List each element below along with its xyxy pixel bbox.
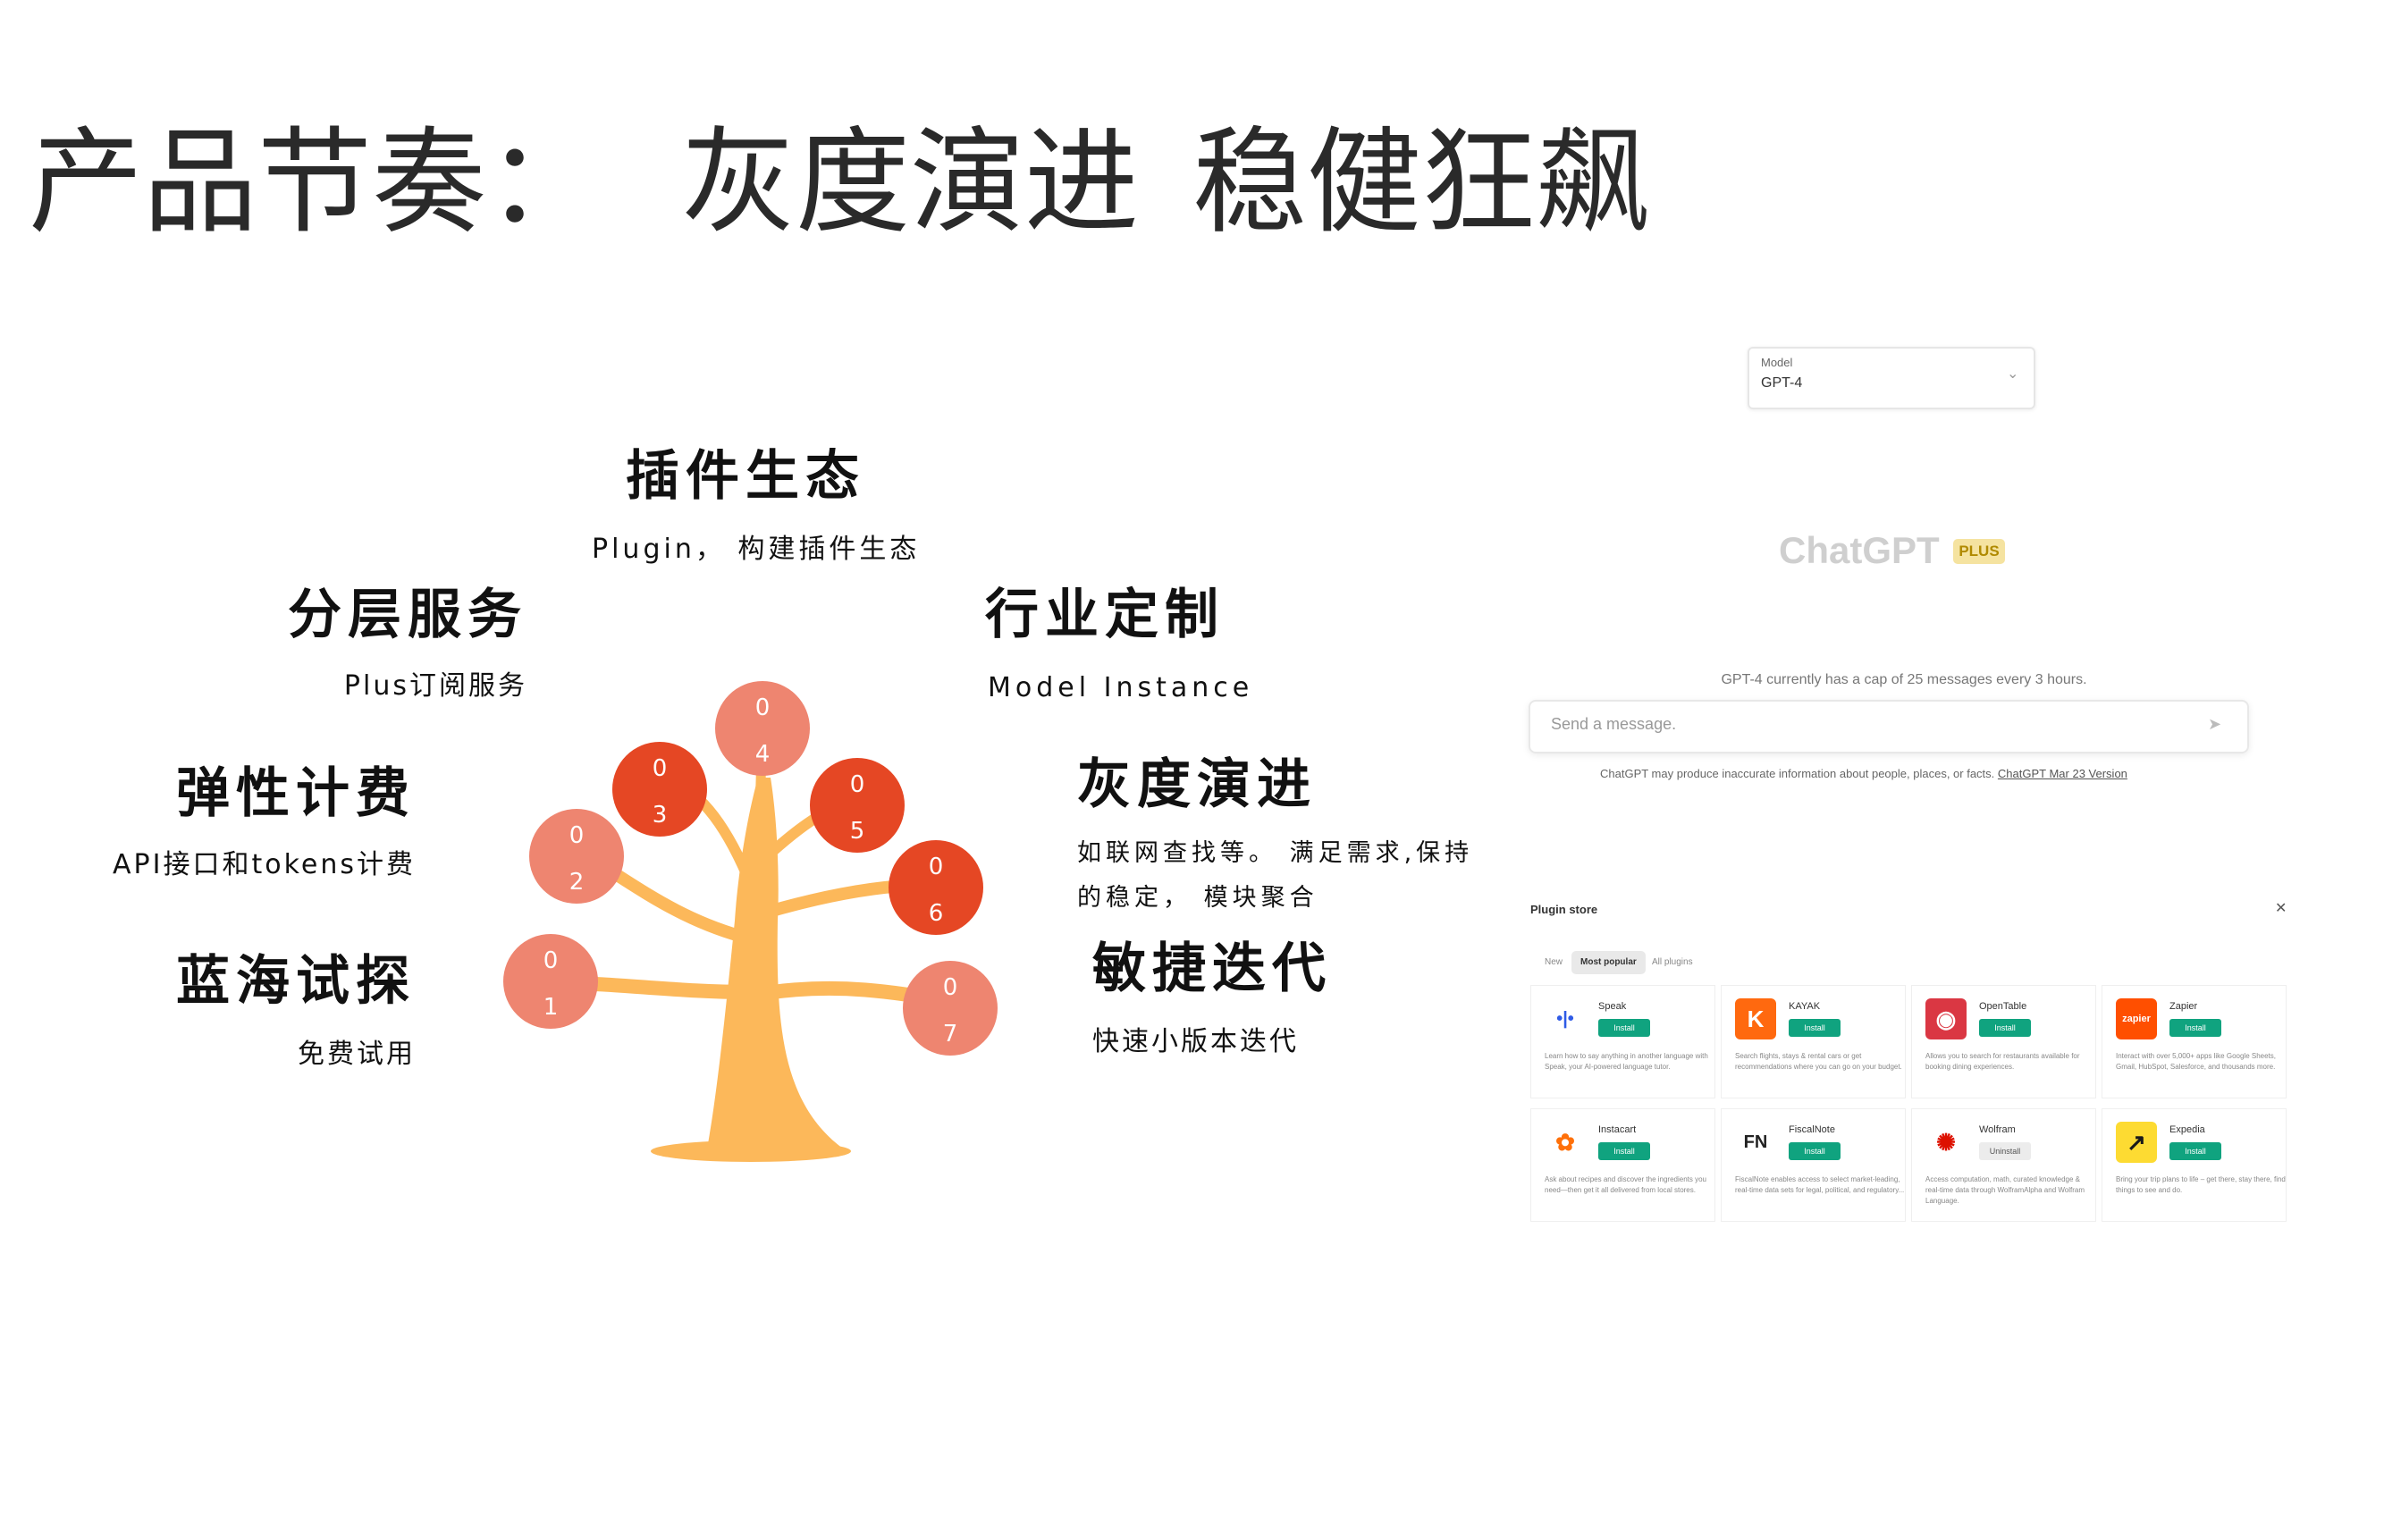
uninstall-button[interactable]: Uninstall [1979, 1142, 2031, 1160]
circle-06-bottom: 6 [928, 900, 944, 927]
plugin-card-fiscalnote[interactable] [1721, 1108, 1906, 1222]
plugin-name: Speak [1598, 1001, 1627, 1012]
plugin-name: Expedia [2169, 1124, 2205, 1135]
install-button[interactable]: Install [1598, 1019, 1650, 1037]
item-05-heading: 行业定制 [985, 584, 1225, 646]
circle-07 [903, 961, 998, 1056]
model-value: GPT-4 [1761, 375, 1803, 391]
plugin-description: Allows you to search for restaurants ava… [1925, 1052, 2080, 1071]
circle-02 [529, 809, 624, 904]
circle-01 [503, 934, 598, 1029]
circle-04-top: 0 [754, 694, 771, 721]
plugin-name: KAYAK [1789, 1001, 1821, 1012]
item-04-sub: Plugin， 构建插件生态 [592, 534, 921, 565]
plugin-description: Bring your trip plans to life – get ther… [2116, 1175, 2286, 1194]
circle-05 [810, 758, 905, 853]
item-03-heading: 分层服务 [288, 584, 527, 646]
circle-01-bottom: 1 [543, 994, 559, 1021]
title-part3: 稳健狂飙 [1192, 116, 1651, 249]
wolfram-icon: ✺ [1936, 1129, 1956, 1156]
circle-06-top: 0 [928, 854, 944, 880]
plugin-description: Access computation, math, curated knowle… [1925, 1175, 2085, 1205]
plugin-card-kayak[interactable] [1721, 985, 1906, 1098]
circle-07-bottom: 7 [942, 1021, 958, 1048]
install-button[interactable]: Install [1598, 1142, 1650, 1160]
plugin-description: Ask about recipes and discover the ingre… [1545, 1175, 1706, 1194]
install-button[interactable]: Install [1979, 1019, 2031, 1037]
circle-05-top: 0 [849, 771, 865, 798]
title-part1: 产品节奏： [29, 116, 602, 249]
chevron-down-icon: ⌄ [2007, 366, 2019, 382]
circle-03-bottom: 3 [652, 802, 668, 829]
plugin-name: OpenTable [1979, 1001, 2027, 1012]
disclaimer: ChatGPT may produce inaccurate informati… [1600, 767, 2127, 780]
plugin-store-title: Plugin store [1530, 903, 1598, 916]
item-07-heading: 敏捷迭代 [1092, 938, 1332, 1000]
cap-notice: GPT-4 currently has a cap of 25 messages… [1721, 672, 2087, 687]
item-05-sub: Model Instance [988, 672, 1254, 703]
circle-02-bottom: 2 [569, 869, 585, 896]
close-icon[interactable]: ✕ [2275, 901, 2287, 916]
page-title: 产品节奏： 灰度演进稳健狂飙 [29, 116, 1650, 250]
plugin-name: FiscalNote [1789, 1124, 1835, 1135]
plugin-description: Search flights, stays & rental cars or g… [1735, 1052, 1902, 1071]
circle-05-bottom: 5 [849, 818, 865, 845]
circle-03 [612, 742, 707, 837]
tab-all-plugins[interactable]: All plugins [1652, 957, 1693, 967]
install-button[interactable]: Install [2169, 1142, 2221, 1160]
chatgpt-logo: ChatGPT [1779, 529, 1940, 571]
item-03-sub: Plus订阅服务 [343, 670, 527, 702]
plugin-card-instacart[interactable] [1530, 1108, 1715, 1222]
item-02-sub: API接口和tokens计费 [113, 849, 416, 880]
install-button[interactable]: Install [2169, 1019, 2221, 1037]
circle-02-top: 0 [569, 822, 585, 849]
disclaimer-text: ChatGPT may produce inaccurate informati… [1600, 767, 1995, 780]
plugin-name: Wolfram [1979, 1124, 2016, 1135]
item-01-heading: 蓝海试探 [176, 950, 416, 1013]
install-button[interactable]: Install [1789, 1142, 1841, 1160]
fiscalnote-icon: FN [1743, 1132, 1768, 1152]
plugin-description: Interact with over 5,000+ apps like Goog… [2116, 1052, 2276, 1071]
item-06-sub-line2: 的稳定， 模块聚合 [1077, 884, 1318, 912]
item-02-heading: 弹性计费 [176, 762, 416, 825]
plus-badge: PLUS [1953, 539, 2005, 564]
item-04-heading: 插件生态 [626, 445, 865, 508]
item-01-sub: 免费试用 [298, 1039, 416, 1070]
plugin-card-opentable[interactable] [1911, 985, 2096, 1098]
expedia-icon: ↗ [2116, 1122, 2157, 1163]
zapier-icon: zapier [2116, 998, 2157, 1039]
plugin-description: Learn how to say anything in another lan… [1545, 1052, 1708, 1071]
plugin-description: FiscalNote enables access to select mark… [1735, 1175, 1905, 1194]
kayak-icon: K [1735, 998, 1776, 1039]
install-button[interactable]: Install [1789, 1019, 1841, 1037]
model-select[interactable] [1748, 347, 2035, 409]
circle-06 [889, 840, 983, 935]
plugin-name: Zapier [2169, 1001, 2198, 1012]
send-icon[interactable]: ➤ [2208, 715, 2222, 733]
plugin-card-wolfram[interactable] [1911, 1108, 2096, 1222]
circle-01-top: 0 [543, 947, 559, 974]
message-input[interactable] [1529, 700, 2249, 753]
item-07-sub: 快速小版本迭代 [1092, 1026, 1299, 1057]
item-06-heading: 灰度演进 [1077, 753, 1317, 816]
tab-most-popular[interactable]: Most popular [1571, 951, 1646, 974]
plugin-card-speak[interactable] [1530, 985, 1715, 1098]
plugin-card-expedia[interactable] [2102, 1108, 2287, 1222]
item-06-sub-line1: 如联网查找等。 满足需求,保持 [1077, 839, 1474, 867]
circle-04-bottom: 4 [754, 741, 771, 768]
circle-07-top: 0 [942, 974, 958, 1001]
tab-new[interactable]: New [1545, 957, 1563, 967]
circle-03-top: 0 [652, 755, 668, 782]
plugin-card-zapier[interactable] [2102, 985, 2287, 1098]
model-label: Model [1761, 356, 1793, 369]
plugin-name: Instacart [1598, 1124, 1637, 1135]
opentable-icon: ◉ [1925, 998, 1967, 1039]
version-link[interactable]: ChatGPT Mar 23 Version [1997, 767, 2127, 780]
message-placeholder: Send a message. [1551, 715, 1677, 733]
circle-04 [715, 681, 810, 776]
instacart-icon: ✿ [1555, 1129, 1575, 1156]
speak-icon: •|• [1556, 1009, 1574, 1029]
title-part2: 灰度演进 [681, 116, 1140, 249]
